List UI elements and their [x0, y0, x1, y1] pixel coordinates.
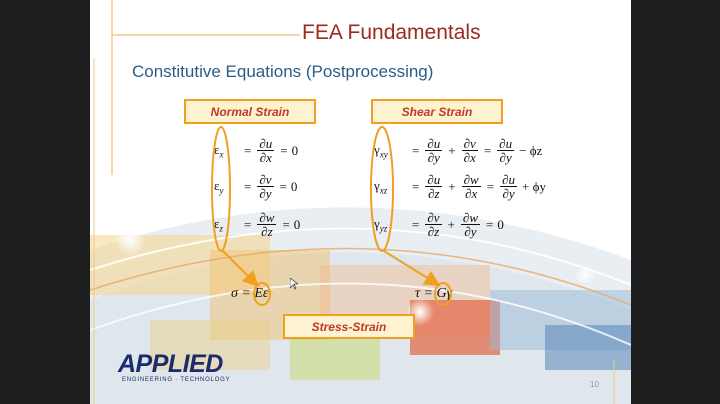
equation-rhs: 0: [291, 142, 299, 158]
fraction-numerator: ∂u: [257, 136, 275, 151]
shear-strain-label: Shear Strain: [371, 99, 503, 124]
equation-lhs: γxy: [374, 142, 408, 160]
fraction: ∂u∂x: [257, 136, 275, 165]
shear-stress-equation: τ = Gγ: [415, 286, 453, 301]
fraction: ∂u∂z: [425, 172, 443, 201]
equation-lhs: εy: [214, 178, 240, 196]
fraction: ∂v∂y: [257, 172, 274, 201]
normal-strain-arrow: [222, 250, 259, 287]
operator: =: [244, 216, 252, 232]
shear-strain-ellipse: [370, 126, 394, 252]
fraction: ∂w∂z: [257, 210, 277, 239]
slide: FEA Fundamentals Constitutive Equations …: [90, 0, 631, 404]
applied-logo: APPLIED ENGINEERING · TECHNOLOGY: [118, 351, 258, 391]
equation-lhs: γyz: [374, 216, 408, 234]
page-title: FEA Fundamentals: [302, 21, 481, 44]
normal-strain-equation: εx=∂u∂x=0: [214, 137, 298, 164]
strain-symbol: ε: [214, 141, 220, 157]
operator: =: [244, 178, 252, 194]
fraction: ∂w∂x: [461, 172, 481, 201]
operator: =: [483, 142, 492, 158]
strain-symbol: γ: [374, 141, 380, 157]
fraction-denominator: ∂z: [428, 186, 440, 201]
strain-subscript: x: [219, 149, 224, 160]
page-subtitle: Constitutive Equations (Postprocessing): [132, 62, 434, 81]
fraction-numerator: ∂v: [257, 172, 274, 187]
fraction-denominator: ∂x: [463, 150, 476, 165]
shear-strain-equation: γxz=∂u∂z+∂w∂x=∂u∂y+ ϕy: [374, 173, 546, 200]
operator: =: [486, 178, 495, 194]
fraction-denominator: ∂z: [427, 224, 440, 239]
operator: =: [280, 142, 288, 158]
strain-subscript: xy: [379, 149, 388, 160]
operator: =: [486, 216, 494, 232]
annotation-overlay: [211, 126, 452, 306]
strain-symbol: γ: [374, 177, 380, 193]
fraction-numerator: ∂w: [461, 172, 481, 187]
fraction-numerator: ∂w: [460, 210, 480, 225]
fraction-denominator: ∂y: [427, 150, 440, 165]
strain-subscript: yz: [379, 223, 388, 234]
fraction-denominator: ∂y: [499, 150, 512, 165]
equation-rhs: 0: [497, 216, 504, 232]
equation-lhs: εx: [214, 142, 240, 160]
operator: =: [244, 142, 252, 158]
operator: =: [412, 178, 420, 194]
shear-strain-equation: γxy=∂u∂y+∂v∂x=∂u∂y− ϕz: [374, 137, 542, 164]
equation-rhs: 0: [290, 178, 298, 194]
shear-strain-equation: γyz=∂v∂z+∂w∂y=0: [374, 211, 504, 238]
operator: =: [279, 178, 287, 194]
strain-symbol: ε: [214, 177, 220, 193]
equation-tail: + ϕy: [522, 178, 546, 194]
epsilon-ellipse: [253, 282, 271, 306]
fraction-denominator: ∂x: [259, 150, 272, 165]
fraction: ∂u∂y: [497, 136, 515, 165]
mouse-cursor-icon: [290, 278, 298, 290]
logo-tagline: ENGINEERING · TECHNOLOGY: [122, 377, 231, 383]
logo-wordmark: APPLIED: [118, 350, 223, 378]
fraction-numerator: ∂u: [425, 136, 443, 151]
fraction-denominator: ∂z: [261, 224, 273, 239]
strain-symbol: ε: [214, 215, 220, 231]
normal-strain-label: Normal Strain: [184, 99, 316, 124]
operator: =: [282, 216, 290, 232]
strain-subscript: y: [219, 185, 224, 196]
fraction-numerator: ∂u: [500, 172, 518, 187]
fraction-numerator: ∂u: [497, 136, 515, 151]
gamma-ellipse: [434, 282, 452, 306]
operator: +: [447, 216, 455, 232]
operator: =: [412, 216, 420, 232]
normal-strain-equation: εz=∂w∂z=0: [214, 211, 300, 238]
normal-stress-equation: σ = Eε: [231, 286, 269, 301]
shear-strain-arrow: [383, 250, 441, 287]
fraction: ∂w∂y: [460, 210, 480, 239]
fraction-denominator: ∂y: [464, 224, 477, 239]
fraction-numerator: ∂v: [461, 136, 478, 151]
equation-lhs: γxz: [374, 178, 408, 196]
equation-tail: − ϕz: [519, 142, 543, 158]
fraction: ∂u∂y: [425, 136, 443, 165]
equation-rhs: 0: [293, 216, 301, 232]
fraction: ∂u∂y: [500, 172, 518, 201]
normal-strain-ellipse: [211, 126, 231, 252]
strain-subscript: z: [219, 223, 223, 234]
fraction-numerator: ∂w: [257, 210, 277, 225]
stress-strain-label: Stress-Strain: [283, 314, 415, 339]
operator: +: [448, 178, 456, 194]
page-number: 10: [590, 380, 599, 389]
fraction-numerator: ∂v: [425, 210, 442, 225]
fraction-denominator: ∂y: [502, 186, 515, 201]
fraction-denominator: ∂y: [259, 186, 272, 201]
fraction: ∂v∂z: [425, 210, 442, 239]
fraction-denominator: ∂x: [465, 186, 478, 201]
equation-lhs: εz: [214, 216, 240, 234]
fraction: ∂v∂x: [461, 136, 478, 165]
operator: +: [448, 142, 456, 158]
operator: =: [412, 142, 420, 158]
strain-symbol: γ: [374, 215, 380, 231]
fraction-numerator: ∂u: [425, 172, 443, 187]
strain-subscript: xz: [379, 185, 388, 196]
normal-strain-equation: εy=∂v∂y=0: [214, 173, 297, 200]
